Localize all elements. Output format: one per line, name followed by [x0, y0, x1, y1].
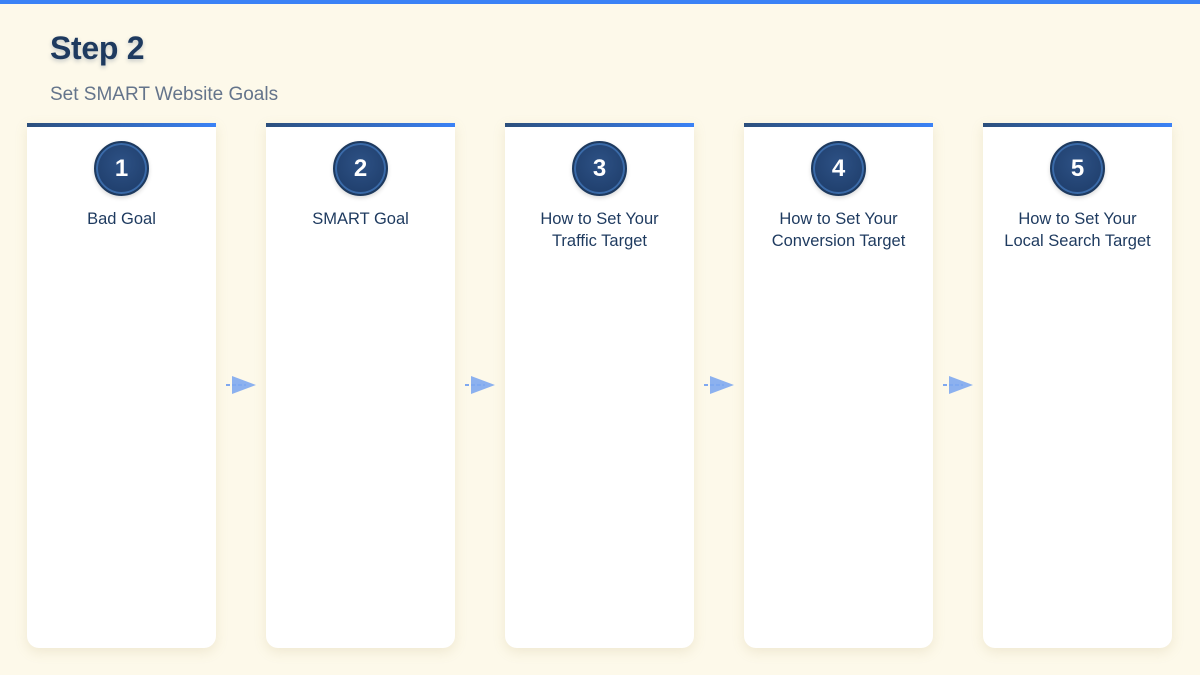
steps-row: 1 Bad Goal 2 SMART Goal 3 How to Set You…	[27, 123, 1172, 648]
step-card-2: 2 SMART Goal	[266, 123, 455, 648]
arrow-right-icon	[226, 376, 256, 394]
page-subtitle: Set SMART Website Goals	[50, 84, 279, 105]
step-label: How to Set Your Local Search Target	[1004, 210, 1151, 250]
step-card-5: 5 How to Set Your Local Search Target	[983, 123, 1172, 648]
step-card-1: 1 Bad Goal	[27, 123, 216, 648]
step-label: SMART Goal	[312, 210, 409, 228]
top-accent-bar	[0, 0, 1200, 4]
arrow-right-icon	[943, 376, 973, 394]
step-label: How to Set Your Conversion Target	[771, 210, 906, 250]
step-label: How to Set Your Traffic Target	[540, 210, 659, 250]
arrow-right-icon	[465, 376, 495, 394]
arrow-right-icon	[704, 376, 734, 394]
step-card-4: 4 How to Set Your Conversion Target	[744, 123, 933, 648]
step-label: Bad Goal	[87, 210, 156, 228]
step-number-badge: 1	[94, 141, 149, 196]
step-number-badge: 2	[333, 141, 388, 196]
page-title: Step 2	[50, 30, 145, 66]
step-number-badge: 3	[572, 141, 627, 196]
step-number-badge: 4	[811, 141, 866, 196]
step-number-badge: 5	[1050, 141, 1105, 196]
step-card-3: 3 How to Set Your Traffic Target	[505, 123, 694, 648]
